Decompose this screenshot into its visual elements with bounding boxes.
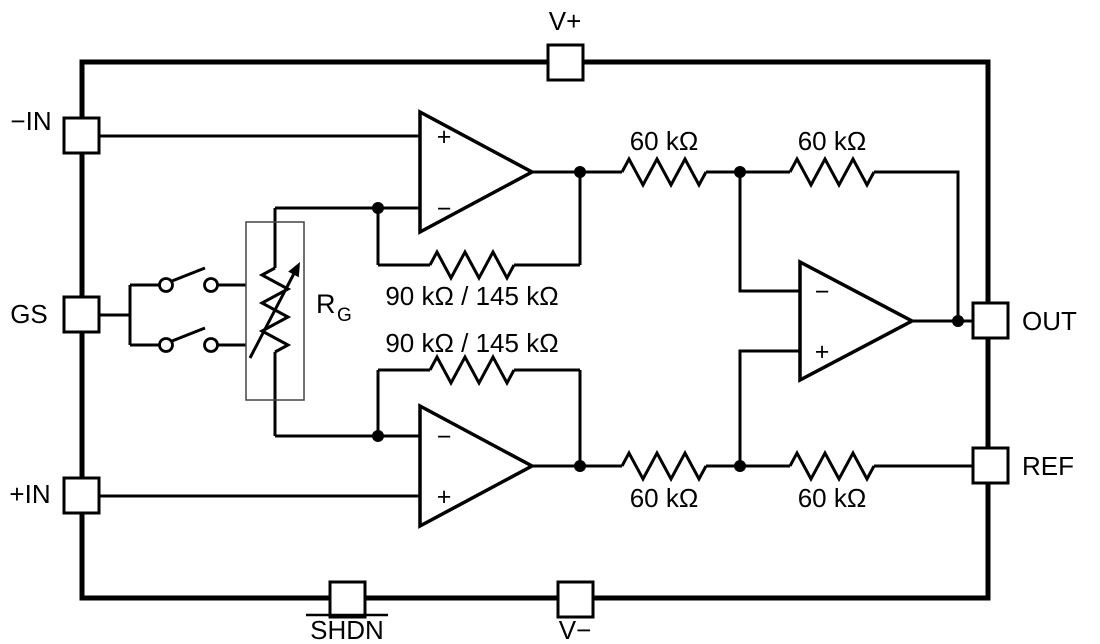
junction-dot — [734, 166, 746, 178]
wires — [99, 134, 973, 498]
junction-dot — [574, 166, 586, 178]
rg-arrow-head-icon — [288, 262, 300, 278]
wire-a3-inv — [738, 172, 800, 293]
resistor-60k-bottom-left — [620, 449, 708, 483]
resistor-feedback-bottom — [428, 353, 516, 387]
a3-plus-sign: + — [815, 338, 830, 366]
pin-gs — [62, 295, 101, 334]
label-rg-subscript: G — [337, 305, 352, 326]
label-feedback-bottom: 90 kΩ / 145 kΩ — [385, 328, 558, 358]
junction-dot — [952, 315, 964, 327]
pin-vplus — [546, 43, 585, 82]
a1-minus-sign: − — [437, 195, 452, 223]
opamp-symbols — [418, 109, 916, 529]
rg-arrow-shaft — [248, 273, 295, 359]
pin-label-ref: REF — [1022, 451, 1074, 481]
pin-label-out: OUT — [1022, 306, 1077, 336]
opamp-a3 — [798, 259, 916, 383]
switch-contact — [158, 277, 174, 293]
pin-label-vplus: V+ — [549, 6, 582, 36]
pin-label-negin: −IN — [10, 106, 51, 136]
pin-ref — [971, 446, 1010, 485]
pin-label-shdn: SHDN — [310, 615, 384, 644]
resistor-60k-top-right — [788, 155, 876, 189]
switch-contact — [158, 337, 174, 353]
wire-a3-noninv — [738, 349, 800, 466]
package-pins — [62, 43, 1010, 619]
junction-dot — [574, 460, 586, 472]
switch-blade-bottom — [171, 326, 206, 343]
pin-vminus — [556, 580, 595, 619]
opamp-input-signs: + − − + − + — [437, 123, 830, 511]
pin-label-gs: GS — [10, 299, 48, 329]
pin-posin — [62, 476, 101, 515]
label-60k-bottom-left: 60 kΩ — [630, 483, 699, 513]
switch-contact — [203, 277, 219, 293]
pin-out — [971, 301, 1010, 340]
rg-box — [245, 221, 305, 401]
label-60k-bottom-right: 60 kΩ — [798, 483, 867, 513]
junction-dot — [372, 430, 384, 442]
junction-dot — [372, 202, 384, 214]
opamp-a2 — [418, 403, 536, 529]
switch-blade-top — [171, 266, 206, 283]
label-60k-top-right: 60 kΩ — [798, 126, 867, 156]
a1-plus-sign: + — [437, 123, 452, 151]
resistor-60k-top-left — [620, 155, 708, 189]
switch-contact — [203, 337, 219, 353]
a2-plus-sign: + — [437, 483, 452, 511]
junctions — [372, 166, 964, 472]
pin-labels: V+ −IN GS +IN OUT REF SHDN V− — [9, 6, 1077, 644]
gain-select-switches — [158, 266, 219, 353]
opamp-a1 — [418, 109, 536, 235]
resistor-labels: 60 kΩ 60 kΩ 60 kΩ 60 kΩ 90 kΩ / 145 kΩ 9… — [316, 126, 866, 513]
label-feedback-top: 90 kΩ / 145 kΩ — [385, 281, 558, 311]
resistor-feedback-top — [428, 248, 516, 282]
pin-label-posin: +IN — [9, 479, 50, 509]
gain-resistor-network — [245, 221, 305, 401]
label-60k-top-left: 60 kΩ — [630, 126, 699, 156]
junction-dot — [734, 460, 746, 472]
a2-minus-sign: − — [437, 423, 452, 451]
pin-shdn — [328, 580, 367, 619]
resistors — [428, 155, 876, 483]
wire-top-feedback — [874, 170, 960, 321]
resistor-60k-bottom-right — [788, 449, 876, 483]
a3-minus-sign: − — [815, 278, 830, 306]
pin-label-vminus: V− — [559, 615, 592, 644]
pin-negin — [62, 116, 101, 155]
label-rg: R — [316, 289, 336, 319]
